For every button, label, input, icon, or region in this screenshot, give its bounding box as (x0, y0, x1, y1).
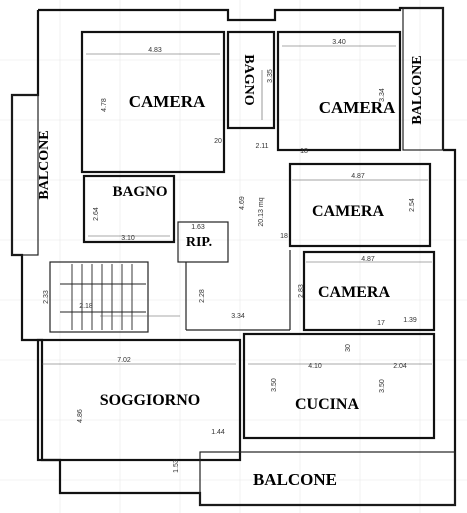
dimension-label: 4.10 (308, 363, 322, 370)
dimension-label: 4.86 (77, 409, 84, 423)
dimension-label: 3.35 (267, 69, 274, 83)
room-label-balcone-right: BALCONE (410, 55, 425, 124)
exterior-walls (10, 6, 457, 507)
camera-2-walls (276, 30, 402, 152)
dimension-label: 2.33 (43, 290, 50, 304)
dimension-label: 2.83 (298, 284, 305, 298)
dimension-label: 18 (300, 148, 308, 155)
balcone-bottom-walls (199, 451, 456, 506)
soggiorno-walls (36, 338, 242, 462)
dimension-label: 20 (214, 138, 222, 145)
dimension-label: 1.63 (191, 224, 205, 231)
dimension-label: 3.50 (379, 379, 386, 393)
dimension-label: 7.02 (117, 357, 131, 364)
dimension-label: 30 (345, 344, 352, 352)
dimension-label: 2.64 (93, 207, 100, 221)
dimension-label: 1.53 (173, 459, 180, 473)
rip-walls (177, 221, 229, 263)
dimension-label: 2.28 (199, 289, 206, 303)
camera-3-walls (288, 162, 432, 248)
dimension-label: 3.40 (332, 39, 346, 46)
corridor-walls (185, 250, 291, 331)
dimension-label: 18 (280, 233, 288, 240)
dimension-label: 2.04 (393, 363, 407, 370)
dimension-label: 3.50 (271, 378, 278, 392)
bagno-top-walls (226, 30, 276, 130)
dimension-label: 17 (377, 320, 385, 327)
dimension-label: 1.39 (403, 317, 417, 324)
balcone-left-walls (11, 94, 39, 256)
room-label-camera-4: CAMERA (318, 284, 390, 301)
room-label-cucina: CUCINA (295, 396, 359, 413)
staircase (49, 261, 149, 333)
dimension-label: 4.78 (101, 98, 108, 112)
dimension-label: 3.34 (379, 88, 386, 102)
camera-1-walls (80, 30, 226, 174)
dimension-label: 4.87 (361, 256, 375, 263)
dimension-label: 4.69 (239, 196, 246, 210)
room-label-bagno-top: BAGNO (241, 54, 256, 105)
room-label-camera-1: CAMERA (129, 92, 206, 111)
dimension-label: 1.44 (211, 429, 225, 436)
dimension-label: 2.18 (79, 303, 93, 310)
dimension-label: 3.10 (121, 235, 135, 242)
room-label-balcone-left: BALCONE (37, 130, 52, 199)
room-label-soggiorno: SOGGIORNO (100, 392, 200, 409)
dimension-lines (42, 45, 432, 365)
dimension-label: 2.54 (409, 198, 416, 212)
dimension-label: 3.34 (231, 313, 245, 320)
cucina-walls (242, 332, 436, 440)
bagno-mid-walls (82, 174, 176, 244)
dimension-labels: 4.83 4.78 3.40 3.34 3.35 20 2.11 18 4.87… (43, 39, 417, 473)
room-label-rip: RIP. (186, 235, 212, 250)
room-label-balcone-bottom: BALCONE (253, 470, 337, 489)
room-label-camera-3: CAMERA (312, 203, 384, 220)
balcone-right-walls (402, 7, 444, 151)
room-label-bagno-mid: BAGNO (112, 184, 167, 200)
dimension-label: 4.87 (351, 173, 365, 180)
camera-4-walls (302, 250, 436, 332)
area-label: 20.13 mq (258, 197, 265, 226)
room-label-camera-2: CAMERA (319, 98, 396, 117)
dimension-label: 2.11 (255, 143, 268, 150)
dimension-label: 4.83 (148, 47, 162, 54)
